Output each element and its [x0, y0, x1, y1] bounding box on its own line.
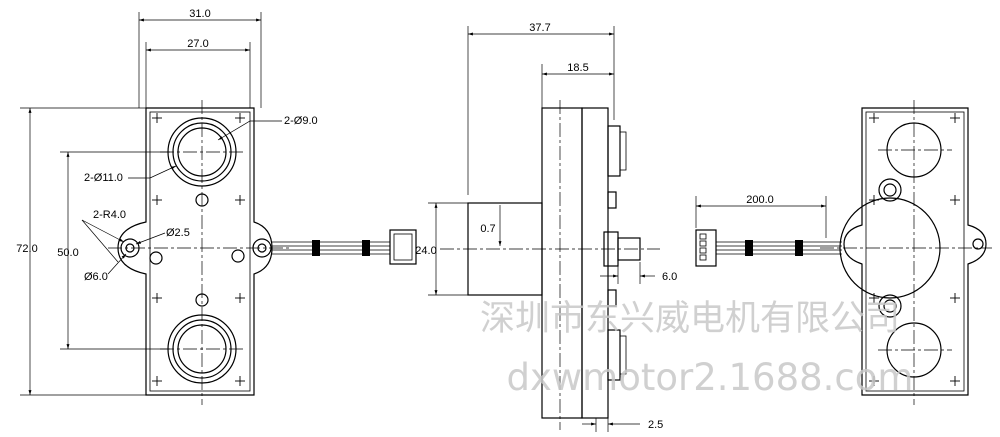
side-dimensions	[428, 26, 655, 432]
front-screw	[149, 251, 163, 265]
dim-pin-hole: Ø2.5	[166, 227, 190, 239]
rear-screw-bottom	[878, 294, 902, 318]
front-screw	[231, 249, 245, 263]
dim-ear-radius: 2-R4.0	[93, 209, 126, 221]
side-tab	[607, 191, 617, 209]
rear-cable	[716, 240, 842, 256]
dim-overall-width: 31.0	[189, 8, 210, 20]
side-tab	[607, 289, 617, 307]
dim-ear-hole: Ø6.0	[84, 271, 108, 283]
rear-dimensions	[695, 196, 827, 238]
rear-connector	[695, 229, 717, 267]
side-view: 37.7 18.5 24.0 0.7 6.0 2.5	[415, 22, 677, 432]
side-boss-bottom-cap	[619, 335, 627, 375]
dim-cylinder-dia: 24.0	[415, 245, 436, 257]
dim-cable-length: 200.0	[746, 194, 774, 206]
dim-shaft-len: 6.0	[662, 271, 677, 283]
dim-flange: 2.5	[648, 419, 663, 431]
front-dimensions	[20, 12, 282, 396]
side-body-rear	[581, 107, 609, 419]
watermark-company: 深圳市东兴威电机有限公司	[480, 299, 900, 339]
side-boss-top-cap	[619, 131, 627, 171]
rear-body-outline	[843, 107, 987, 396]
dim-hole-spacing: 27.0	[187, 38, 208, 50]
dim-body-depth: 18.5	[567, 62, 588, 74]
front-view: 31.0 27.0 72.0 50.0 2-Ø9.0 2-Ø11.0 2-R4.…	[16, 8, 417, 405]
front-body-outline	[117, 107, 273, 396]
watermark-site: dxwmotor2.1688.com	[507, 356, 914, 399]
dim-overall-height: 72.0	[16, 243, 37, 255]
rear-screw-top-inner	[883, 183, 897, 197]
rear-ear-hole	[972, 238, 984, 250]
dim-boss-dia: 2-Ø11.0	[84, 172, 123, 184]
rear-view: 200.0	[695, 100, 992, 405]
front-inner-outline	[149, 111, 251, 392]
side-boss-top	[607, 125, 621, 177]
dim-mount-spacing: 50.0	[57, 247, 78, 259]
front-cable	[272, 240, 390, 256]
front-connector	[389, 229, 417, 265]
rear-screw-top	[878, 178, 902, 202]
rear-screw-bottom-inner	[883, 299, 897, 313]
dim-overall-depth: 37.7	[529, 22, 550, 34]
dim-bore-dia: 2-Ø9.0	[284, 115, 318, 127]
rear-inner-outline	[865, 111, 965, 392]
rear-cross-marks	[868, 112, 961, 387]
dim-offset: 0.7	[480, 223, 495, 235]
